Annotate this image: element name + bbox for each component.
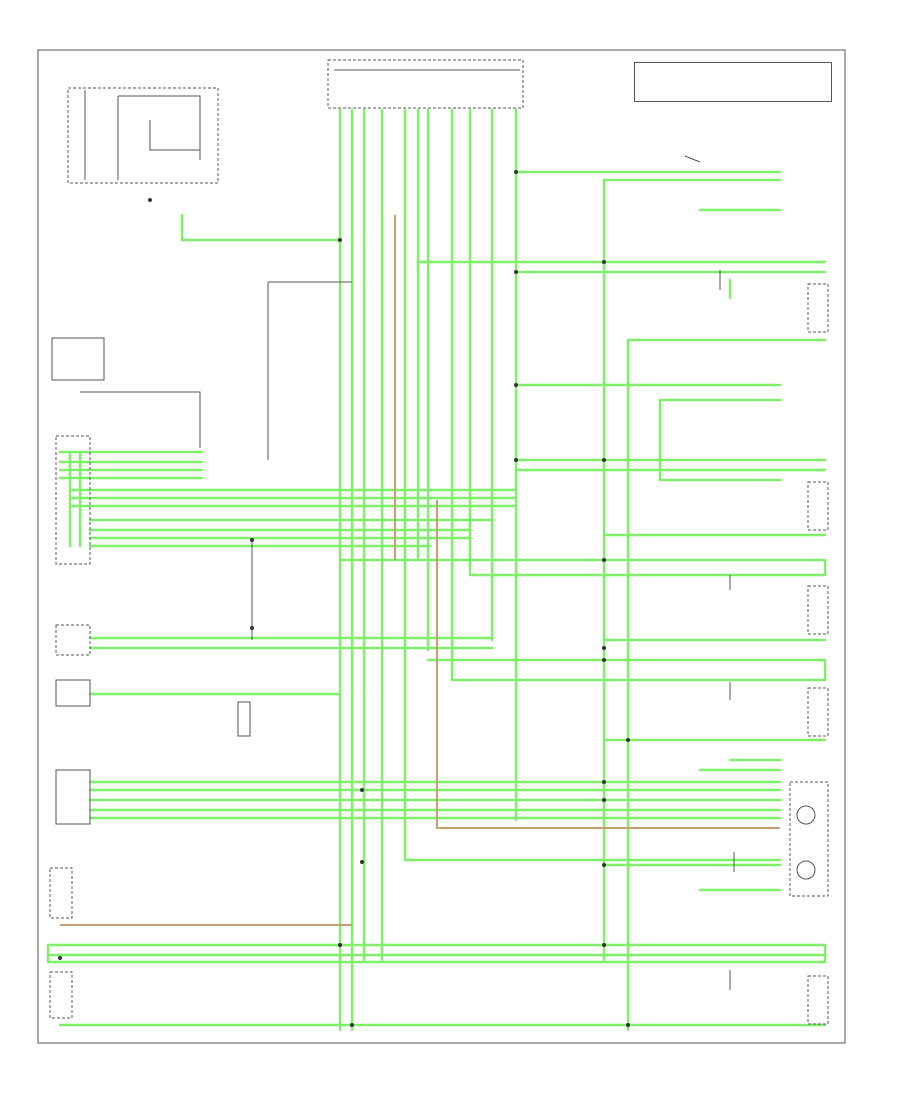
splice-points xyxy=(58,170,630,1027)
wire-bundle-green xyxy=(46,108,827,1032)
diagram-border xyxy=(37,49,846,1044)
wire-tan xyxy=(60,215,780,926)
component-outlines xyxy=(49,59,829,1025)
legend-box xyxy=(634,62,832,102)
